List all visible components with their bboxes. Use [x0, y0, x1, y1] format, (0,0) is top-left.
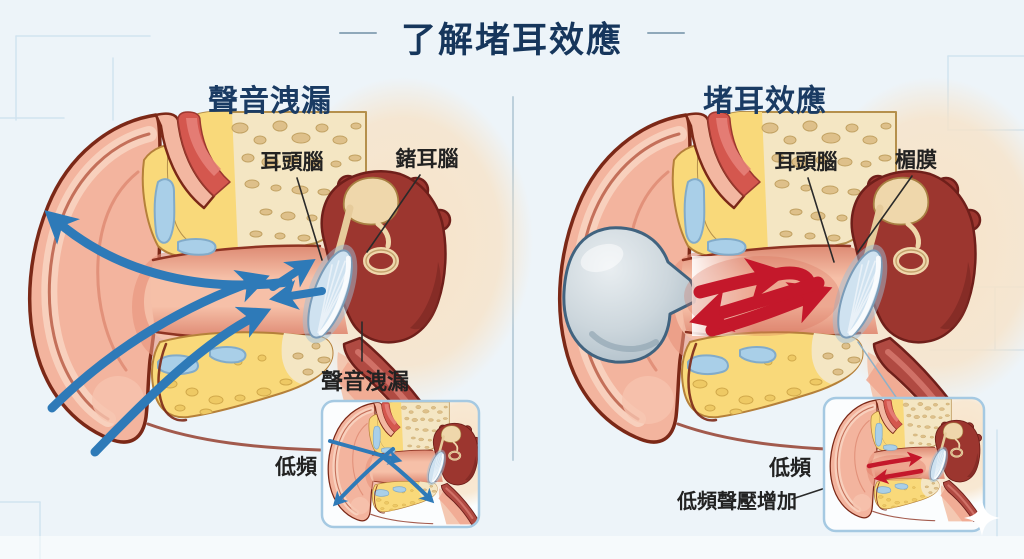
trapped-sound-arrows-icon [689, 258, 833, 337]
label-ossicles-left: 鍺耳腦 [395, 148, 459, 171]
bottom-band [0, 536, 1024, 559]
label-eardrum-left: 耳頭腦 [260, 151, 324, 174]
label-pressure-increase: 低頻聲壓增加 [677, 491, 797, 513]
right-ear-illustration [560, 77, 1024, 452]
arrow-sound-in-upper [47, 270, 270, 413]
sparkle-icon [964, 500, 1000, 536]
sound-leak-arrows-icon [44, 210, 326, 457]
arrow-sound-in-lower [90, 306, 272, 457]
label-low-freq-left: 低頻 [275, 456, 317, 479]
label-eardrum-right: 耳頭腦 [774, 151, 838, 174]
left-panel-heading: 聲音洩漏 [208, 85, 332, 118]
left-inset [320, 399, 481, 529]
inset-trapped-arrows-icon [866, 451, 924, 485]
label-sound-leak: 聲音洩漏 [320, 369, 410, 394]
inset-border [822, 396, 986, 533]
arrow-bounce-3 [689, 276, 825, 332]
label-low-freq-right: 低頻 [769, 457, 811, 480]
right-inset [822, 396, 1000, 536]
inset-border [320, 399, 481, 529]
label-membrane: 楣膜 [895, 149, 937, 172]
arrow-reflected [268, 279, 326, 310]
page-title: 了解堵耳效應 [400, 21, 624, 60]
inset-connector-line [857, 341, 899, 401]
earplug-icon [562, 226, 697, 364]
inset-leak-arrows-icon [328, 439, 435, 507]
right-panel-heading: 堵耳效應 [703, 85, 827, 118]
left-ear-illustration [30, 77, 533, 452]
